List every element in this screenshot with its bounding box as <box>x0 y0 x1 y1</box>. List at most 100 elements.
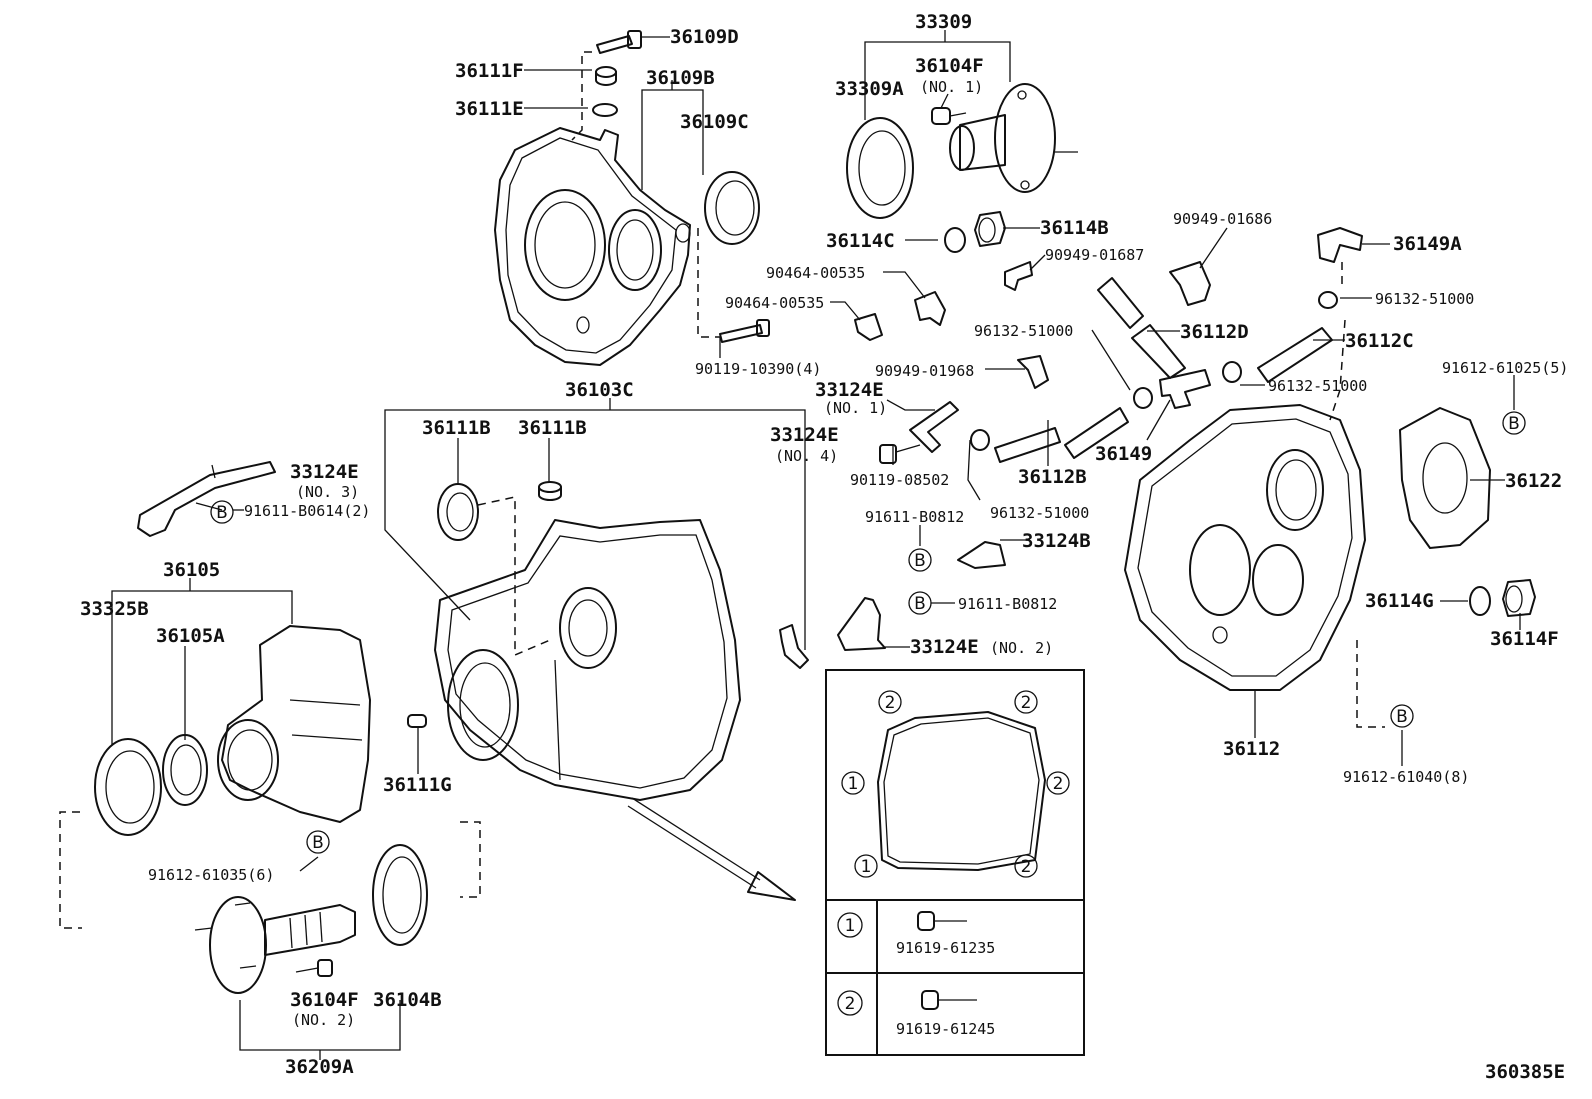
label-33309: 33309 <box>915 11 972 33</box>
b-marker: B <box>1390 704 1414 728</box>
label-36149: 36149 <box>1095 443 1152 465</box>
rear-case-36105 <box>217 625 371 823</box>
leader-lines <box>111 30 1521 1060</box>
b-markers: B B B B B B <box>210 411 1526 854</box>
clamp-96132-51000-b <box>1133 387 1153 409</box>
tee-36149 <box>1159 369 1211 409</box>
seal-36109C <box>704 171 760 245</box>
label-33124E-no3: 33124E <box>290 461 359 483</box>
legend-bolt-1 <box>917 911 967 931</box>
label-no1-top: (NO. 1) <box>920 78 983 96</box>
clamp-96132-51000-c <box>1222 361 1242 383</box>
bolt-36104F-bottom <box>295 959 333 977</box>
label-36109B: 36109B <box>646 67 715 89</box>
washer-36114G <box>1469 586 1491 616</box>
label-36112: 36112 <box>1223 738 1280 760</box>
washer-36111E <box>592 103 618 117</box>
dashed-assembly-lines <box>59 51 1385 929</box>
label-36209A: 36209A <box>285 1056 354 1078</box>
label-36114G: 36114G <box>1365 590 1434 612</box>
label-36149A: 36149A <box>1393 233 1462 255</box>
svg-text:2: 2 <box>845 994 856 1014</box>
flange-33309 <box>949 83 1078 193</box>
label-91611-B0812-b: 91611-B0812 <box>958 595 1057 613</box>
bolt-90119-08502 <box>879 444 921 464</box>
label-no2-bottom: (NO. 2) <box>292 1011 355 1029</box>
main-case-36103C <box>434 519 741 801</box>
label-33124E-no2: 33124E <box>910 636 979 658</box>
label-no2-side: (NO. 2) <box>990 639 1053 657</box>
label-33124B: 33124B <box>1022 530 1091 552</box>
seal-36104B <box>372 844 428 946</box>
svg-text:B: B <box>1508 414 1520 434</box>
cover-36122 <box>1399 407 1491 549</box>
label-96132-51000-c: 96132-51000 <box>1268 377 1367 395</box>
label-91611-B0812-a: 91611-B0812 <box>865 508 964 526</box>
label-36104F-bottom: 36104F <box>290 989 359 1011</box>
clip-90464-00535-b <box>854 313 883 341</box>
bolt-90119-10390 <box>719 319 770 343</box>
hose-36112C <box>1257 327 1333 383</box>
clip-90949-01968 <box>1017 355 1049 389</box>
b-marker: B <box>908 548 932 572</box>
seal-36111B-a <box>437 483 479 541</box>
seal-33325B <box>94 738 162 836</box>
marker-2: 2 <box>1014 690 1038 714</box>
flange-36209A <box>194 896 356 994</box>
label-36104F-top: 36104F <box>915 55 984 77</box>
bolt-36109D <box>596 30 642 54</box>
bracket-33124E-no3 <box>137 461 276 537</box>
label-33325B: 33325B <box>80 598 149 620</box>
marker-1: 1 <box>854 854 878 878</box>
label-36111B-b: 36111B <box>518 417 587 439</box>
label-91619-61245: 91619-61245 <box>896 1020 995 1038</box>
pin-36111G <box>407 714 427 728</box>
legend-bolt-2 <box>921 990 977 1010</box>
legend-row-marker-2: 2 <box>837 990 863 1016</box>
bracket-33124B <box>957 541 1006 569</box>
label-91611-B0614: 91611-B0614(2) <box>244 502 370 520</box>
label-90119-08502: 90119-08502 <box>850 471 949 489</box>
clamp-96132-51000-a <box>1318 291 1338 309</box>
label-36111E: 36111E <box>455 98 524 120</box>
label-91612-61035: 91612-61035(6) <box>148 866 274 884</box>
gasket-outline <box>877 711 1046 871</box>
nut-36114F <box>1502 579 1536 617</box>
hose-upper <box>1097 277 1144 329</box>
label-36114F-right: 36114F <box>1490 628 1559 650</box>
plug-36111F <box>595 66 617 86</box>
label-33309A: 33309A <box>835 78 904 100</box>
legend-row-marker-1: 1 <box>837 912 863 938</box>
legend-number-markers: 2 2 1 2 1 2 1 2 <box>837 690 1070 1016</box>
label-36109C: 36109C <box>680 111 749 133</box>
label-33124E-no1: 33124E <box>815 379 884 401</box>
hose-36112B <box>994 427 1061 463</box>
svg-text:2: 2 <box>1021 857 1032 877</box>
label-no4: (NO. 4) <box>775 447 838 465</box>
bracket-33124E-no4 <box>779 624 809 669</box>
svg-text:1: 1 <box>861 857 872 877</box>
fitting-36149A <box>1317 227 1363 263</box>
nut-36114B <box>974 211 1006 247</box>
b-marker: B <box>908 591 932 615</box>
clip-90949-01687 <box>1004 261 1033 291</box>
label-36112C: 36112C <box>1345 330 1414 352</box>
label-36111F: 36111F <box>455 60 524 82</box>
label-no3: (NO. 3) <box>296 483 359 501</box>
label-96132-51000-b: 96132-51000 <box>974 322 1073 340</box>
svg-text:2: 2 <box>1053 774 1064 794</box>
bolt-legend-box <box>825 669 1085 1056</box>
label-90119-10390: 90119-10390(4) <box>695 360 821 378</box>
clip-90464-00535-a <box>914 291 946 326</box>
front-case-36112 <box>1124 404 1366 691</box>
clip-90949-01686 <box>1169 261 1211 306</box>
label-90949-01686: 90949-01686 <box>1173 210 1272 228</box>
marker-2: 2 <box>1014 854 1038 878</box>
svg-text:B: B <box>914 594 926 614</box>
svg-text:B: B <box>1396 707 1408 727</box>
diagram-code: 360385E <box>1485 1061 1565 1083</box>
label-90949-01968: 90949-01968 <box>875 362 974 380</box>
part-labels: 36109D 36111F 36111E 36109B 36109C 33309… <box>80 11 1568 1083</box>
svg-text:2: 2 <box>1021 693 1032 713</box>
